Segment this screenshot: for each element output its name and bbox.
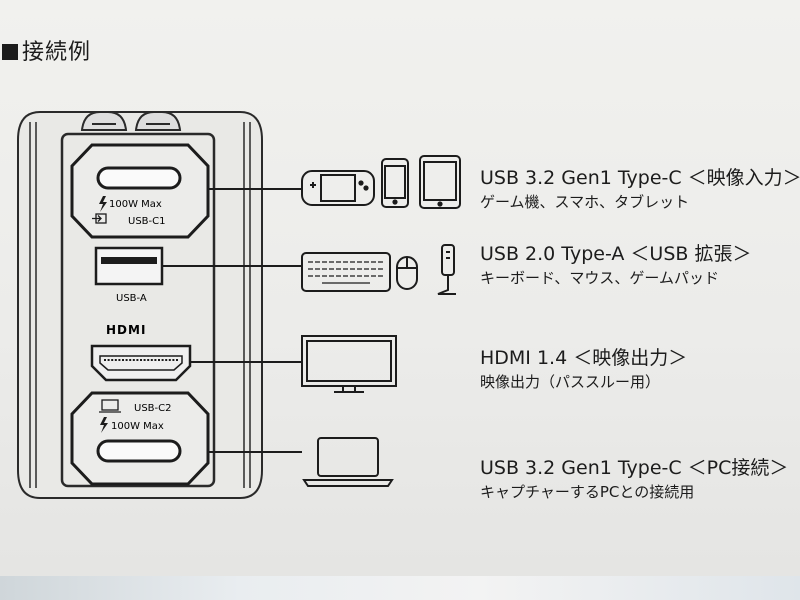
connection-subtitle: キャプチャーするPCとの接続用 bbox=[480, 483, 695, 501]
handheld-console-icon bbox=[301, 170, 375, 206]
pc-icon bbox=[99, 399, 121, 413]
connection-usb-a: USB 2.0 Type-A ＜USB 拡張＞ キーボード、マウス、ゲームパッド bbox=[480, 243, 751, 288]
connection-title: USB 2.0 Type-A ＜USB 拡張＞ bbox=[480, 243, 752, 265]
hdmi-port: HDMI bbox=[90, 323, 192, 382]
keyboard-icon bbox=[301, 252, 391, 292]
connection-usb-c2: USB 3.2 Gen1 Type-C ＜PC接続＞ キャプチャーするPCとの接… bbox=[480, 457, 788, 502]
connection-subtitle: ゲーム機、スマホ、タブレット bbox=[480, 193, 690, 211]
usb-c2-label: USB-C2 bbox=[134, 403, 171, 414]
usb-c2-power-label: 100W Max bbox=[111, 421, 164, 432]
usb-a-label: USB-A bbox=[116, 293, 147, 304]
lightning-icon bbox=[100, 417, 108, 433]
connection-usb-c1: USB 3.2 Gen1 Type-C ＜映像入力＞ ゲーム機、スマホ、タブレッ… bbox=[480, 167, 800, 212]
top-grip-right bbox=[134, 111, 182, 131]
video-input-icon bbox=[92, 213, 107, 224]
monitor-icon bbox=[301, 335, 397, 393]
smartphone-icon bbox=[381, 158, 409, 208]
mouse-icon bbox=[396, 256, 418, 290]
usb-c2-port: USB-C2 100W Max bbox=[70, 391, 210, 486]
connection-subtitle: 映像出力（パススルー用） bbox=[480, 373, 661, 391]
laptop-icon bbox=[302, 437, 394, 487]
tablet-icon bbox=[419, 155, 461, 209]
square-bullet-icon bbox=[2, 44, 18, 60]
joystick-icon bbox=[437, 244, 456, 295]
connector-lines bbox=[162, 188, 302, 453]
background-strip bbox=[0, 576, 800, 600]
lightning-icon bbox=[99, 196, 107, 212]
top-grip-left bbox=[80, 111, 128, 131]
connection-hdmi: HDMI 1.4 ＜映像出力＞ 映像出力（パススルー用） bbox=[480, 347, 687, 392]
connection-title: USB 3.2 Gen1 Type-C ＜PC接続＞ bbox=[480, 457, 789, 479]
hdmi-logo: HDMI bbox=[106, 323, 146, 337]
connection-title: HDMI 1.4 ＜映像出力＞ bbox=[480, 347, 688, 369]
usb-c1-power-label: 100W Max bbox=[109, 199, 162, 210]
connection-subtitle: キーボード、マウス、ゲームパッド bbox=[480, 269, 719, 287]
usb-c1-port: 100W Max USB-C1 bbox=[70, 143, 210, 239]
page-title: 接続例 bbox=[2, 34, 91, 66]
usb-c1-label: USB-C1 bbox=[128, 216, 165, 227]
connection-title: USB 3.2 Gen1 Type-C ＜映像入力＞ bbox=[480, 167, 800, 189]
